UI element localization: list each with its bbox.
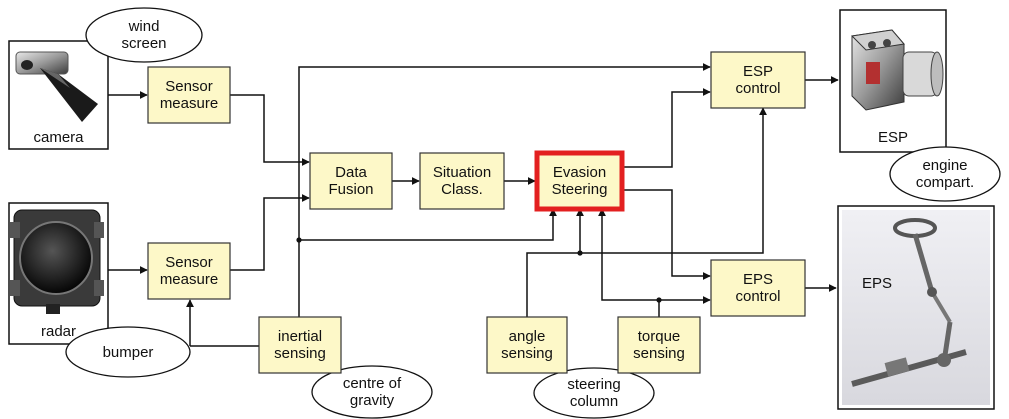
centre-of-gravity-label: centre of gravity <box>342 375 402 409</box>
sensor2-to-fusion-arrow <box>230 194 310 271</box>
radar-image <box>10 209 104 314</box>
wind-screen-ellipse <box>85 7 203 63</box>
evasion-steering-label: Evasion Steering <box>551 164 608 198</box>
angle-to-evasion-arrow <box>526 208 584 317</box>
camera-label: camera <box>33 128 84 146</box>
eps-label: EPS <box>861 274 892 292</box>
situation-class-label: Situation Class. <box>432 164 492 198</box>
sensor-measure-1-block <box>147 66 231 124</box>
radar-label: radar <box>40 322 77 340</box>
sensor-measure-1-label: Sensor measure <box>159 78 219 112</box>
evasion-steering-block <box>534 150 625 212</box>
eps-image <box>842 210 990 405</box>
eps-control-block <box>710 259 806 317</box>
esp-image <box>850 29 944 111</box>
evasion-to-esp-arrow <box>622 88 711 168</box>
angle-sensing-label: angle sensing <box>501 328 553 362</box>
inertial-to-esp-arrow <box>298 63 711 317</box>
bumper-ellipse <box>65 326 191 378</box>
steering-column-ellipse <box>533 367 655 419</box>
junction-dot-torque <box>656 297 662 303</box>
inertial-sensing-block <box>258 316 342 374</box>
torque-sensing-block <box>617 316 701 374</box>
situation-class-block <box>419 152 505 210</box>
connections <box>108 63 839 347</box>
sensor-measure-2-label: Sensor measure <box>159 254 219 288</box>
wind-screen-label: wind screen <box>121 18 167 52</box>
torque-to-evasion-arrow <box>598 208 660 317</box>
junction-dot-angle <box>577 250 583 256</box>
engine-compartment-label: engine compart. <box>915 157 975 191</box>
data-fusion-label: Data Fusion <box>328 164 374 198</box>
data-fusion-block <box>309 152 393 210</box>
esp-control-block <box>710 51 806 109</box>
esp-label: ESP <box>877 128 908 146</box>
evasion-to-eps-arrow <box>622 189 711 280</box>
engine-compartment-ellipse <box>889 146 1001 202</box>
processing-blocks <box>147 51 806 374</box>
junction-dot-inertial <box>296 237 302 243</box>
eps-component <box>837 205 995 410</box>
inertial-to-evasion-arrow <box>299 208 557 241</box>
sensor-measure-2-block <box>147 242 231 300</box>
torque-sensing-label: torque sensing <box>633 328 685 362</box>
camera-component <box>8 40 109 150</box>
centre-of-gravity-ellipse <box>311 365 433 419</box>
radar-component <box>8 202 109 345</box>
inertial-sensing-label: inertial sensing <box>274 328 326 362</box>
camera-image <box>15 51 98 122</box>
angle-to-esp-arrow <box>580 107 767 254</box>
eps-control-label: EPS control <box>735 271 781 305</box>
bumper-label: bumper <box>102 343 154 361</box>
esp-component <box>839 9 947 153</box>
esp-control-label: ESP control <box>735 63 781 97</box>
sensor1-to-fusion-arrow <box>230 94 310 166</box>
angle-sensing-block <box>486 316 568 374</box>
steering-column-label: steering column <box>567 376 621 410</box>
